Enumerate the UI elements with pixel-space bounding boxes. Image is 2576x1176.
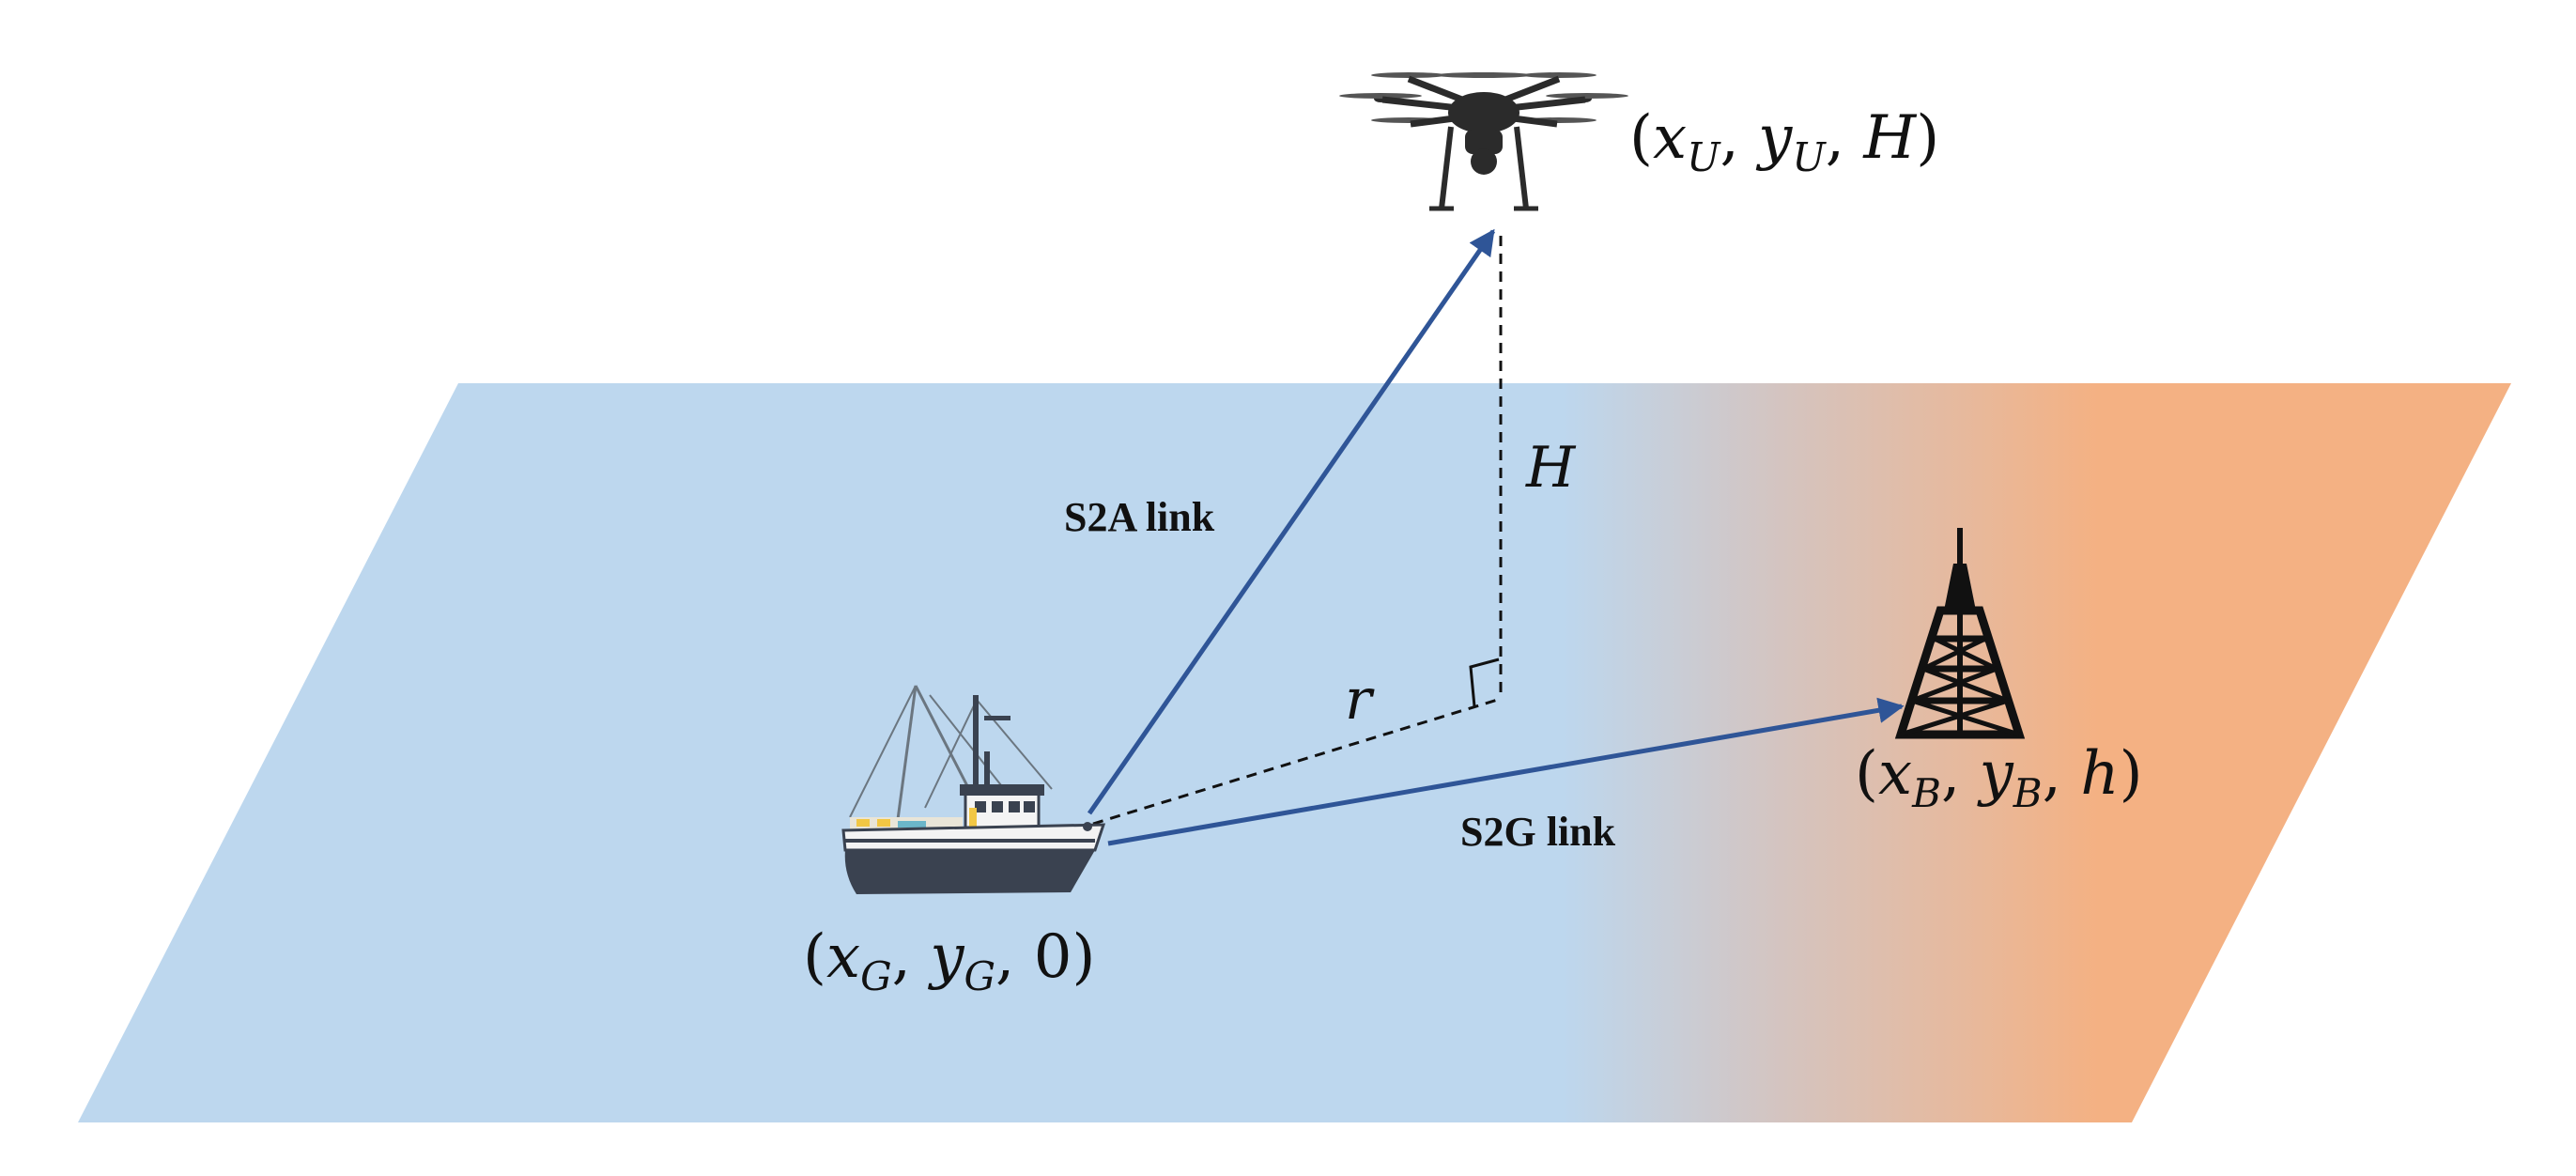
fishing-boat-icon (841, 685, 1106, 894)
s2a-link-arrow (1087, 228, 1496, 815)
s2g-link-label: S2G link (1460, 809, 1616, 855)
s2g-link-arrow (1107, 697, 1905, 846)
sea-land-plane (78, 383, 2511, 1122)
right-angle-marker (1469, 658, 1500, 707)
ship-coordinate-label: (xG, yG, 0) (803, 922, 1095, 999)
height-label: H (1525, 435, 1577, 501)
base-station-coordinate-label: (xB, yB, h) (1855, 739, 2143, 816)
distance-label: r (1345, 667, 1375, 733)
cell-tower-icon (1894, 528, 2026, 739)
uav-coordinate-label: (xU, yU, H) (1629, 103, 1939, 180)
drone-icon (1339, 72, 1628, 211)
s2a-link-label: S2A link (1064, 494, 1215, 540)
